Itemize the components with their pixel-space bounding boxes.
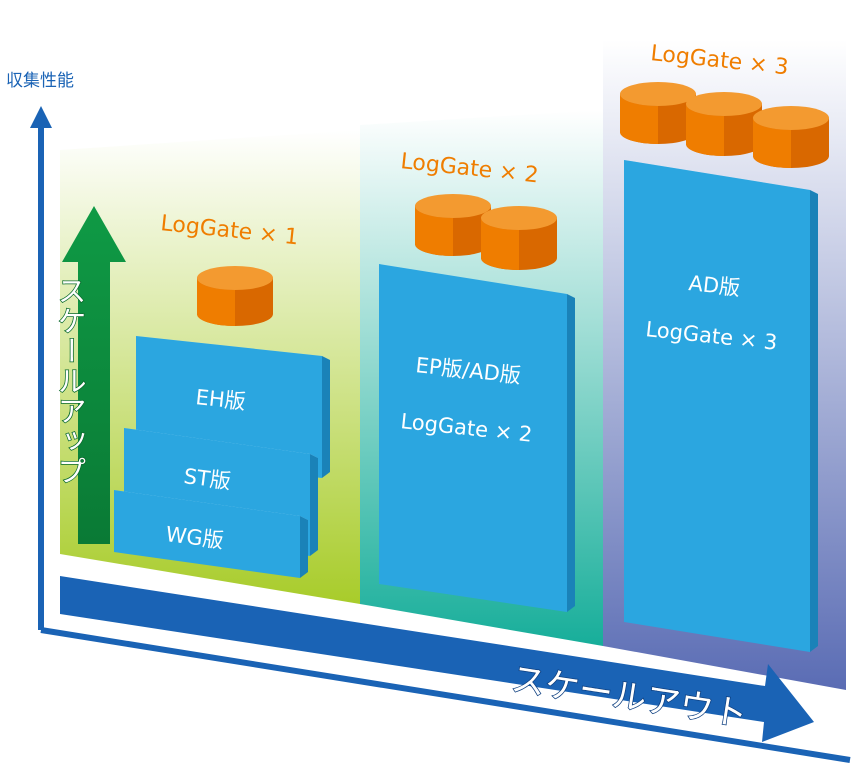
cylinder	[753, 106, 829, 168]
cylinder	[686, 92, 762, 156]
scale-out-arrow	[60, 576, 814, 742]
cylinder	[197, 266, 273, 326]
edition-box-ad: AD版 LogGate × 3	[624, 160, 818, 652]
group-loggate-2: LogGate × 2 EP版/AD版 LogGate × 2	[379, 149, 575, 612]
y-axis-label: 収集性能	[6, 71, 74, 91]
edition-label-eh: EH版	[194, 385, 246, 414]
edition-box-ep-ad: EP版/AD版 LogGate × 2	[379, 264, 575, 612]
cylinder	[415, 194, 491, 256]
edition-label-ad: AD版	[687, 271, 741, 300]
cylinder	[481, 206, 557, 270]
scale-up-label: スケールアップ	[53, 276, 87, 486]
scale-up-arrow	[62, 206, 126, 544]
edition-box-wg: WG版	[114, 490, 308, 578]
x-axis	[40, 627, 851, 763]
group-loggate-3: LogGate × 3 AD版 LogGate × 3	[620, 41, 829, 652]
edition-label-st: ST版	[182, 464, 232, 494]
cylinder	[620, 82, 696, 144]
y-axis	[30, 106, 52, 630]
